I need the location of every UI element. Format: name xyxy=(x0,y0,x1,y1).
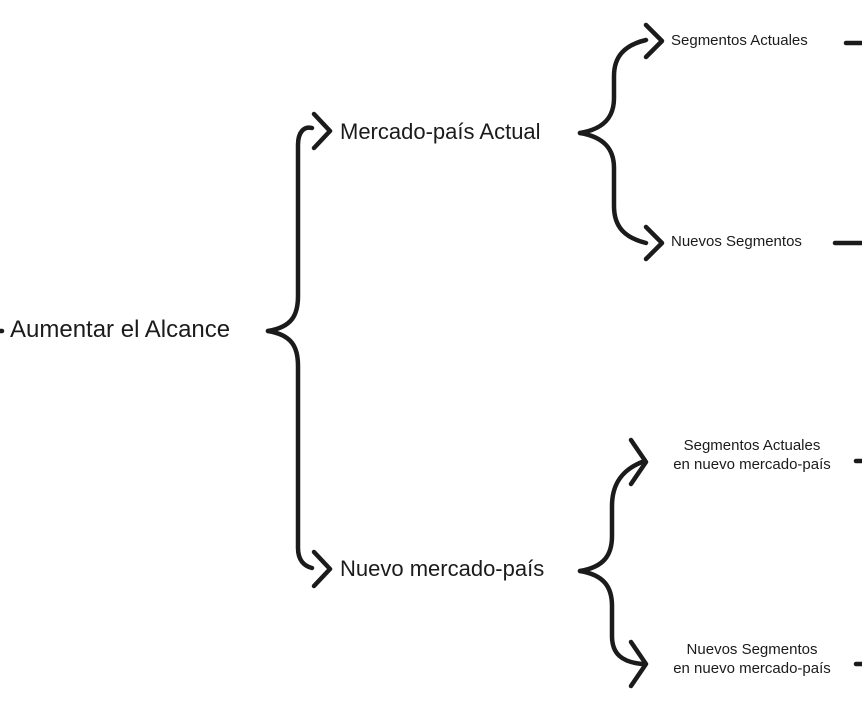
arrow-head-new-segments xyxy=(643,224,665,262)
new-segments-new-market-line1: Nuevos Segmentos xyxy=(686,641,818,658)
current-segments-new-market-line2: en nuevo mercado-país xyxy=(673,455,831,473)
new-segments-new-market-line2: en nuevo mercado-país xyxy=(673,659,831,677)
root-node-label[interactable]: Aumentar el Alcance xyxy=(10,316,231,343)
current-market-brace-connector-lower xyxy=(577,130,649,246)
current-segments-node-label[interactable]: Segmentos Actuales xyxy=(671,32,808,49)
new-market-node-label[interactable]: Nuevo mercado-país xyxy=(340,556,545,581)
arrow-head-current-segments xyxy=(643,22,665,60)
current-segments-new-market-node[interactable]: Segmentos Actuales en nuevo mercado-país xyxy=(656,437,848,475)
arrow-head-current-market xyxy=(311,111,333,151)
new-market-brace-connector-lower xyxy=(577,568,645,667)
current-segments-new-market-line1: Segmentos Actuales xyxy=(683,437,821,454)
root-brace-connector xyxy=(265,125,315,334)
arrow-head-new-segments-new-market xyxy=(628,639,649,689)
arrow-head-new-market xyxy=(311,549,333,589)
current-market-node-label[interactable]: Mercado-país Actual xyxy=(340,119,541,144)
arrow-head-current-segments-new-market xyxy=(628,437,649,487)
new-segments-new-market-node[interactable]: Nuevos Segmentos en nuevo mercado-país xyxy=(656,641,848,679)
new-segments-node-label[interactable]: Nuevos Segmentos xyxy=(671,233,802,250)
current-market-brace-connector xyxy=(577,37,649,136)
root-brace-connector-lower xyxy=(265,328,315,571)
new-market-brace-connector xyxy=(577,459,645,574)
